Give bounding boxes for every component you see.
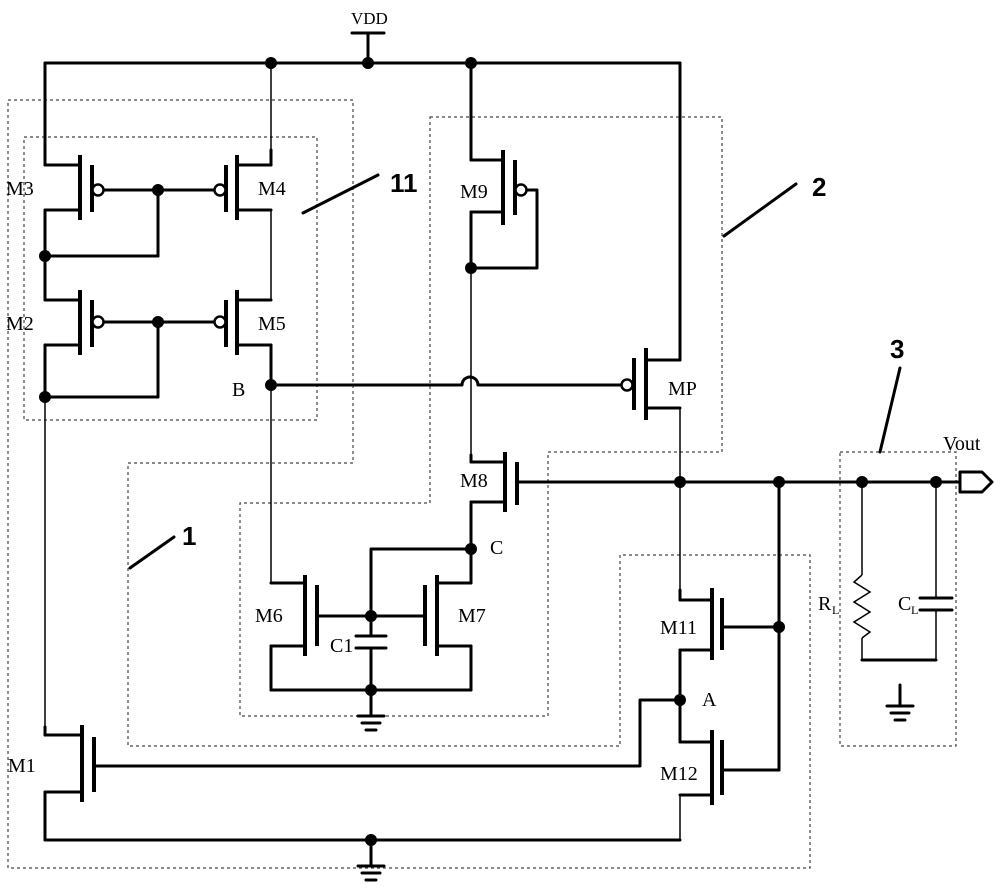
block-3-outline — [839, 451, 957, 747]
transistor-mp: MP — [620, 338, 697, 482]
block-1-label: 1 — [182, 521, 196, 551]
m2-gate-bubble — [91, 315, 105, 329]
block-3-label: 3 — [890, 334, 904, 364]
block-2-label: 2 — [812, 172, 826, 202]
rl-zigzag — [852, 574, 872, 639]
capacitor-cl: C L — [898, 482, 954, 660]
vdd-junction-3 — [465, 57, 477, 69]
cl-label-main: C — [898, 593, 911, 615]
mp-gate-bubble — [620, 378, 634, 392]
m6-label: M6 — [255, 605, 283, 627]
m9-diode-wire — [469, 188, 539, 270]
vdd-rail: VDD — [43, 9, 682, 342]
block-11-outline — [23, 136, 318, 421]
m8-label: M8 — [460, 470, 488, 492]
ground-symbol-3 — [885, 683, 915, 722]
block-2-leader — [722, 182, 798, 238]
vdd-junction-2 — [362, 57, 374, 69]
transistor-m7: M7 — [423, 575, 486, 692]
ground-symbol-1 — [356, 688, 386, 732]
m1-label: M1 — [8, 755, 36, 777]
m5-gate-bubble — [213, 315, 227, 329]
block-11-leader — [301, 173, 380, 215]
m12-label: M12 — [660, 763, 698, 785]
block-1-leader — [128, 535, 176, 570]
transistor-m1: M1 — [8, 725, 96, 842]
mp-label: MP — [668, 378, 697, 400]
node-c-to-c1-wire — [369, 547, 473, 618]
m4-gate-bubble — [213, 183, 227, 197]
transistor-m9: M9 — [460, 148, 539, 274]
transistor-m2: M2 — [6, 254, 105, 399]
block-labels: 11 2 1 3 — [128, 168, 904, 570]
node-b-label: B — [232, 379, 245, 401]
c1-label: C1 — [330, 635, 353, 657]
transistor-m4: M4 — [213, 148, 286, 290]
capacitor-c1: C1 — [330, 614, 388, 692]
m7-label: M7 — [458, 605, 486, 627]
resistor-rl: R L — [818, 482, 872, 660]
node-b-to-mp-wire — [269, 375, 622, 387]
vdd-junction-1 — [265, 57, 277, 69]
vout-port — [958, 470, 994, 494]
transistor-m6: M6 — [255, 575, 319, 692]
m11-label: M11 — [660, 617, 697, 639]
m11-gate-junction — [773, 621, 785, 633]
node-b-net: B — [232, 375, 622, 583]
transistor-m11: M11 — [660, 588, 724, 702]
transistor-m5: M5 — [213, 290, 286, 387]
transistor-m3: M3 — [6, 148, 105, 258]
m3-m4-gate-junction — [152, 184, 164, 196]
node-a-label: A — [702, 689, 717, 711]
transistor-m8: M8 — [460, 452, 519, 551]
m3-gate-bubble — [91, 183, 105, 197]
block-11-label: 11 — [390, 168, 418, 198]
m3-label: M3 — [6, 178, 34, 200]
block-outlines — [7, 99, 957, 869]
block-3-leader — [878, 366, 902, 454]
block-1-outline — [7, 99, 811, 869]
node-a-to-m1-gate-wire — [92, 698, 682, 768]
cl-label-sub: L — [911, 603, 918, 617]
m4-label: M4 — [258, 178, 286, 200]
m5-label: M5 — [258, 313, 286, 335]
rl-label-sub: L — [832, 603, 839, 617]
transistor-m12: M12 — [660, 698, 724, 840]
m2-m5-gate-junction — [152, 316, 164, 328]
rl-label-main: R — [818, 593, 832, 615]
m9-gate-bubble — [514, 183, 528, 197]
m2-label: M2 — [6, 313, 34, 335]
vdd-label: VDD — [351, 9, 388, 28]
block-2-outline — [239, 116, 723, 717]
vout-label: Vout — [943, 433, 981, 455]
m9-label: M9 — [460, 181, 488, 203]
ground-symbol-2 — [356, 838, 386, 882]
node-c-label: C — [490, 537, 503, 559]
